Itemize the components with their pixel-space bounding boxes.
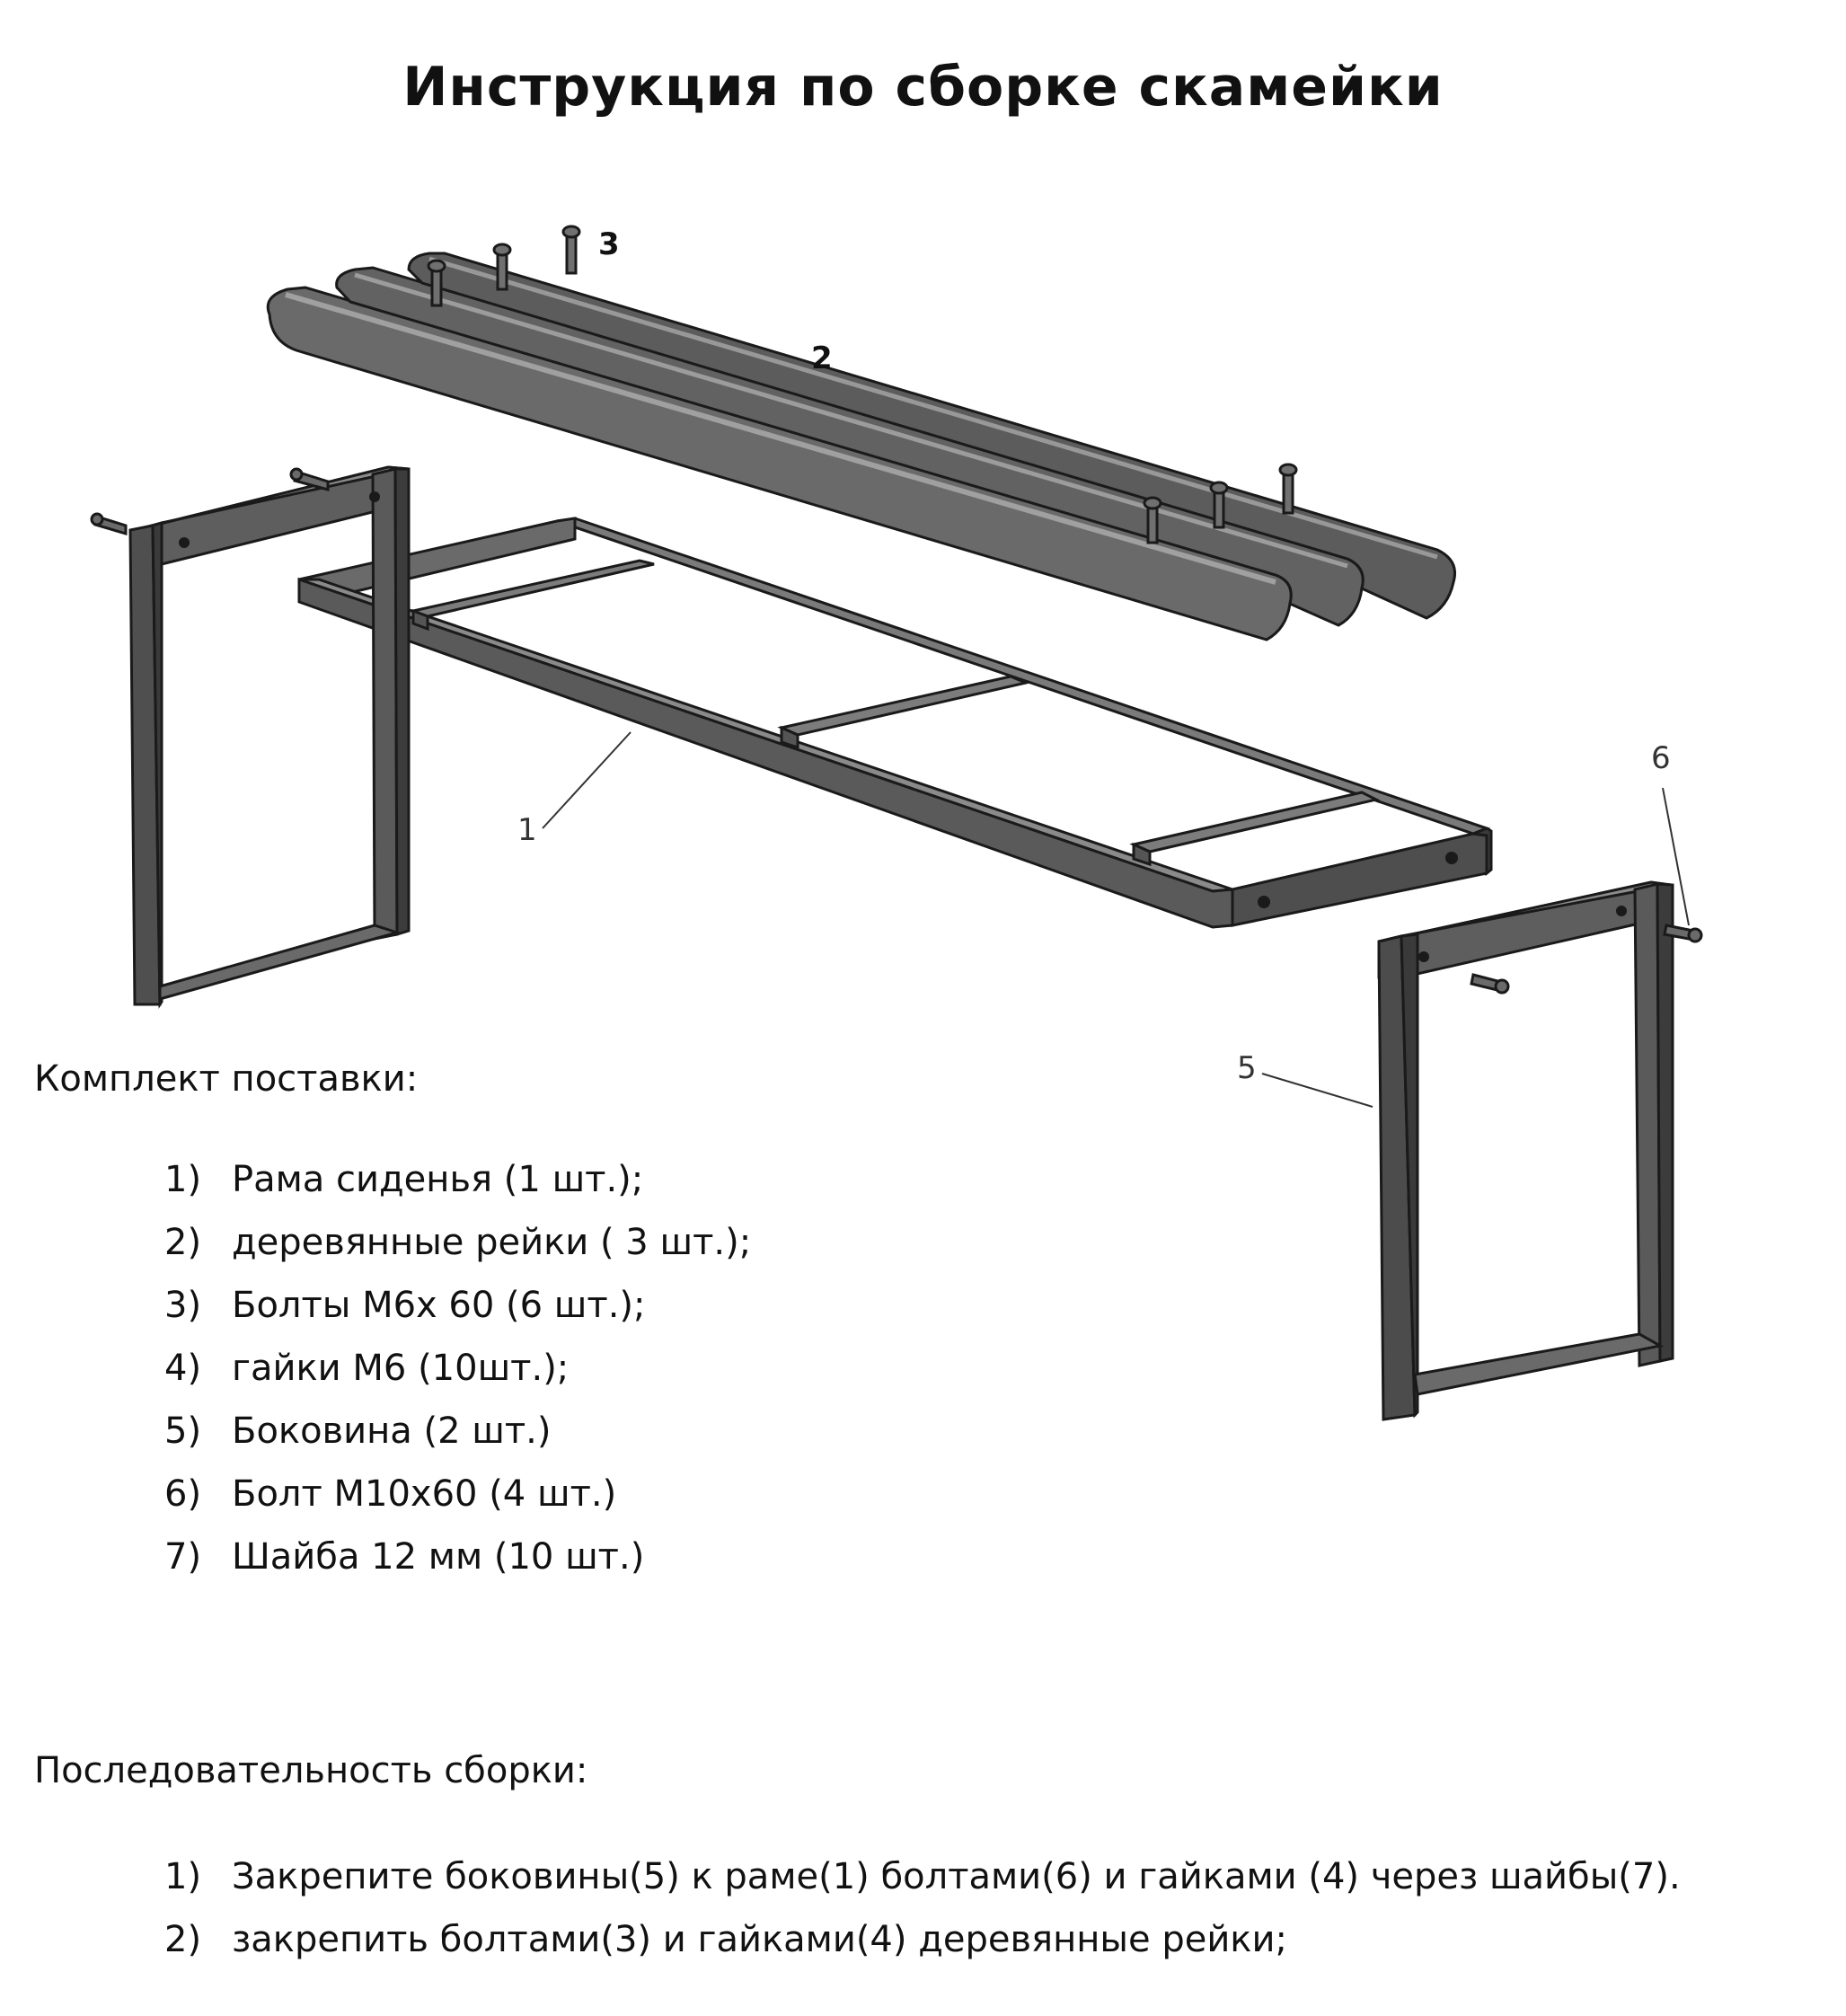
assembly-diagram: 3 2 1 bbox=[90, 225, 1703, 1421]
bolt-icon bbox=[430, 266, 443, 307]
kit-heading: Комплект поставки: bbox=[34, 1058, 419, 1100]
bolt-icon bbox=[565, 232, 578, 275]
side-panel-right bbox=[1377, 880, 1674, 1421]
page-title: Инструкция по сборке скамейки bbox=[402, 56, 1444, 119]
wooden-slats bbox=[266, 252, 1456, 641]
callout-1: 1 bbox=[517, 812, 537, 848]
callout-5: 5 bbox=[1237, 1050, 1257, 1086]
slat-3 bbox=[407, 252, 1456, 620]
bolt-head-icon bbox=[561, 225, 581, 239]
bolt-head-icon bbox=[1278, 463, 1298, 477]
seat-frame bbox=[297, 517, 1493, 929]
assembly-heading: Последовательность сборки: bbox=[34, 1750, 588, 1791]
bolt-icon bbox=[1146, 503, 1159, 544]
callout-3: 3 bbox=[598, 226, 620, 262]
bolt-head-icon bbox=[1209, 481, 1229, 495]
bolt-head-icon bbox=[427, 259, 446, 273]
callout-6: 6 bbox=[1651, 740, 1671, 776]
bolt-head-icon bbox=[1143, 496, 1162, 510]
bolt-icon bbox=[1282, 470, 1294, 515]
bolt-head-icon bbox=[492, 243, 512, 257]
seat-bolts bbox=[427, 225, 1298, 544]
side-panel-left bbox=[128, 465, 411, 1009]
bolt-icon bbox=[1213, 488, 1225, 529]
bolt-icon bbox=[496, 250, 508, 291]
callout-2: 2 bbox=[811, 340, 833, 376]
